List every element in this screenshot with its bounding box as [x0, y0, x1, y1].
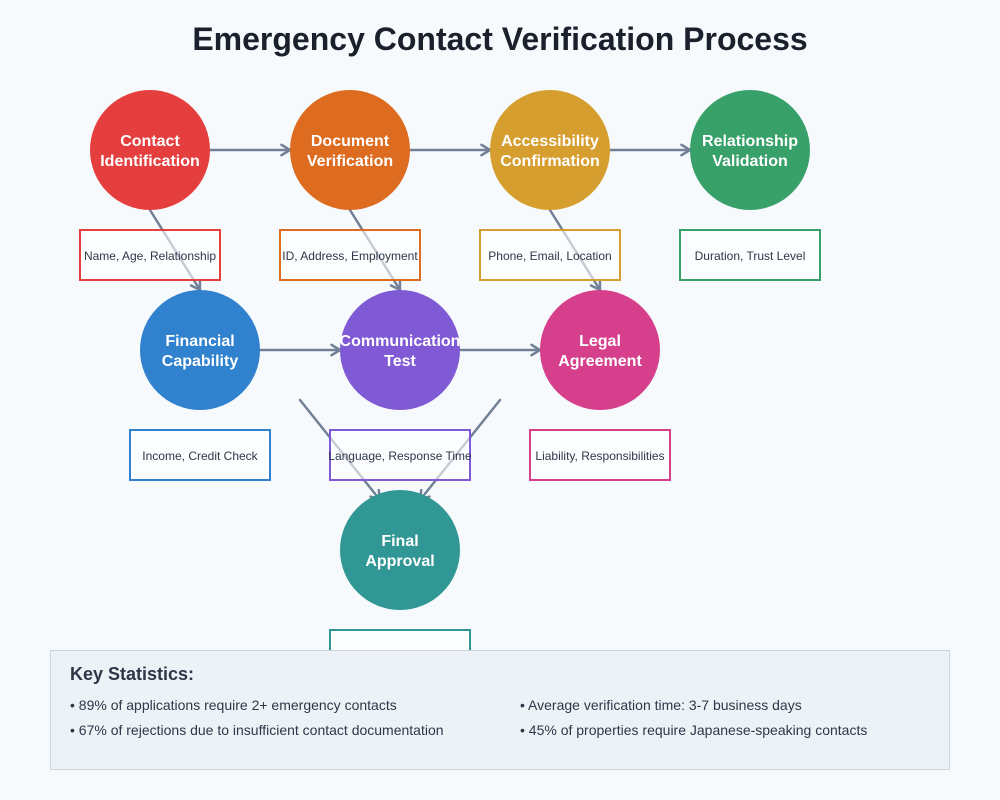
step-label: Agreement: [558, 353, 642, 370]
detail-label: ID, Address, Employment: [282, 249, 418, 263]
detail-box-legal-agreement: Liability, Responsibilities: [529, 429, 671, 481]
step-label: Verification: [307, 153, 393, 170]
detail-box-document-verification: ID, Address, Employment: [279, 229, 421, 281]
statistic-item: 89% of applications require 2+ emergency…: [70, 697, 397, 713]
step-label: Financial: [165, 333, 234, 350]
detail-label: Liability, Responsibilities: [535, 449, 664, 463]
arrow-communication-test-to-legal-agreement: [458, 343, 542, 357]
statistic-item: 67% of rejections due to insufficient co…: [70, 722, 444, 738]
detail-box-financial-capability: Income, Credit Check: [129, 429, 271, 481]
arrow-document-verification-to-accessibility-confirmation: [408, 143, 492, 157]
step-label: Contact: [120, 133, 180, 150]
step-label: Approval: [365, 553, 434, 570]
detail-box-accessibility-confirmation: Phone, Email, Location: [479, 229, 621, 281]
key-statistics-title: Key Statistics:: [70, 664, 195, 684]
step-label: Identification: [100, 153, 200, 170]
statistic-item: Average verification time: 3-7 business …: [520, 697, 802, 713]
arrow-financial-capability-to-communication-test: [258, 343, 342, 357]
page-title: Emergency Contact Verification Process: [192, 21, 807, 57]
detail-box-relationship-validation: Duration, Trust Level: [679, 229, 821, 281]
detail-box-communication-test: Language, Response Time: [328, 429, 472, 481]
step-label: Legal: [579, 333, 621, 350]
step-label: Relationship: [702, 133, 798, 150]
step-label: Test: [384, 353, 416, 370]
step-label: Capability: [162, 353, 239, 370]
step-label: Communication: [340, 333, 461, 350]
detail-label: Duration, Trust Level: [695, 249, 806, 263]
arrow-contact-identification-to-document-verification: [208, 143, 292, 157]
detail-label: Phone, Email, Location: [488, 249, 611, 263]
step-label: Confirmation: [500, 153, 600, 170]
detail-label: Income, Credit Check: [142, 449, 258, 463]
step-label: Validation: [712, 153, 788, 170]
detail-label: Name, Age, Relationship: [84, 249, 216, 263]
step-label: Final: [381, 533, 418, 550]
step-label: Accessibility: [501, 133, 599, 150]
arrow-accessibility-confirmation-to-relationship-validation: [608, 143, 692, 157]
detail-label: Language, Response Time: [328, 449, 472, 463]
detail-box-contact-identification: Name, Age, Relationship: [79, 229, 221, 281]
step-label: Document: [311, 133, 390, 150]
key-statistics-panel: Key Statistics: 89% of applications requ…: [50, 650, 950, 770]
statistic-item: 45% of properties require Japanese-speak…: [520, 722, 868, 738]
details-layer: Name, Age, Relationship ID, Address, Empl…: [79, 229, 821, 681]
